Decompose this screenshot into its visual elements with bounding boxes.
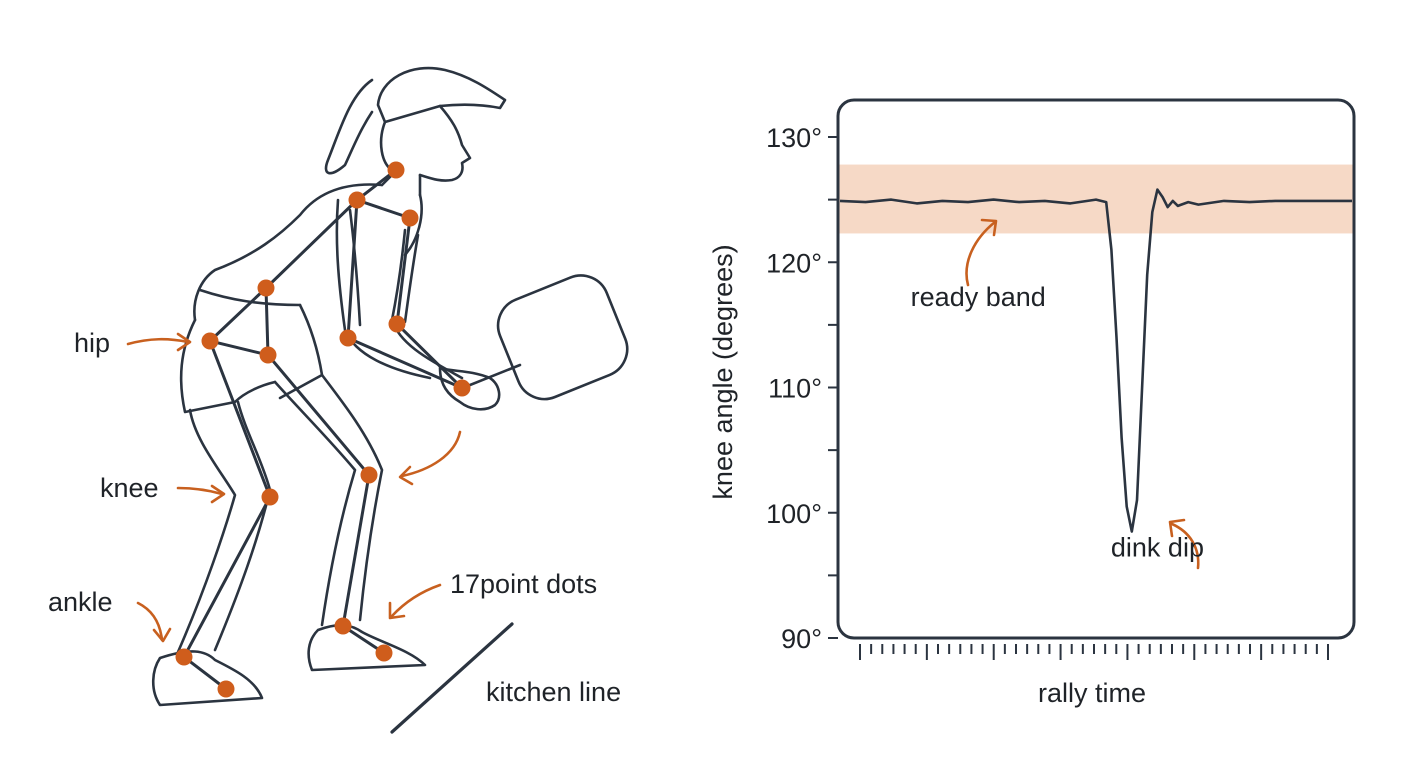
- joint-dot: [348, 191, 366, 209]
- ponytail: [324, 78, 374, 175]
- joint-dot: [453, 379, 471, 397]
- kitchen-line-label: kitchen line: [486, 677, 621, 707]
- ankle-arrow-head: [152, 627, 172, 643]
- y-tick-label: 120°: [766, 248, 822, 278]
- joint-dot: [261, 488, 279, 506]
- knee-dot-arrow: [400, 430, 462, 478]
- joint-dot: [360, 466, 378, 484]
- y-axis-ticks: [828, 136, 838, 639]
- x-axis-label: rally time: [1038, 678, 1146, 708]
- joint-dot: [257, 279, 275, 297]
- joint-dot: [387, 161, 405, 179]
- joint-dot: [259, 346, 277, 364]
- back-arm: [335, 198, 432, 380]
- hip-arrow: [126, 337, 190, 346]
- dots-arrow-head: [388, 601, 406, 620]
- dink-dip-arrow-head: [1168, 518, 1186, 538]
- ready-band-label: ready band: [911, 282, 1046, 312]
- y-tick-label: 90°: [781, 624, 822, 654]
- ankle-arrow: [136, 601, 164, 642]
- dink-dip-label: dink dip: [1111, 533, 1204, 563]
- knee-dot-arrow-head: [398, 465, 414, 486]
- knee-angle-series-line: [839, 188, 1352, 533]
- knee-angle-chart: 90° 100° 110° 120° 130° knee angle (degrees)…: [708, 98, 1356, 708]
- torso-outline: [193, 183, 423, 322]
- visor-cap: [376, 66, 507, 124]
- hip-label: hip: [74, 328, 110, 358]
- hands: [438, 366, 501, 411]
- ankle-label: ankle: [48, 587, 113, 617]
- y-axis-label: knee angle (degrees): [708, 244, 738, 499]
- knee-arrow: [176, 486, 224, 496]
- y-tick-label: 110°: [768, 374, 822, 404]
- joint-dot: [175, 648, 193, 666]
- dots-arrow: [390, 583, 442, 618]
- ready-band-arrow-head: [980, 218, 998, 237]
- dink-dip-arrow: [1170, 522, 1200, 570]
- joint-dot: [201, 332, 219, 350]
- front-arm: [390, 228, 464, 380]
- shirt-hem: [198, 288, 302, 307]
- y-tick-label: 130°: [766, 123, 822, 153]
- pickleball-paddle: [468, 274, 629, 401]
- y-axis-tick-labels: 90° 100° 110° 120° 130°: [766, 123, 822, 654]
- kitchen-line: [390, 622, 514, 734]
- knee-label: knee: [100, 473, 159, 503]
- ready-band-arrow: [965, 220, 997, 287]
- front-shoe: [307, 623, 427, 672]
- joint-dot: [401, 209, 419, 227]
- y-tick-label: 100°: [766, 499, 822, 529]
- knee-arrow-head: [210, 484, 226, 504]
- chart-frame: [836, 98, 1356, 640]
- back-leg: [176, 400, 272, 654]
- joint-dot: [375, 644, 393, 662]
- player-figure: [151, 66, 629, 707]
- joint-dot: [339, 329, 357, 347]
- joint-dot: [388, 315, 406, 333]
- x-axis-ticks: [859, 644, 1329, 660]
- point-dots-label: 17point dots: [450, 569, 597, 599]
- hip-arrow-head: [176, 332, 192, 352]
- back-shoe: [151, 650, 264, 707]
- joint-dot: [217, 680, 235, 698]
- joint-dots: [175, 161, 471, 698]
- front-leg: [273, 373, 384, 627]
- joint-dot: [334, 617, 352, 635]
